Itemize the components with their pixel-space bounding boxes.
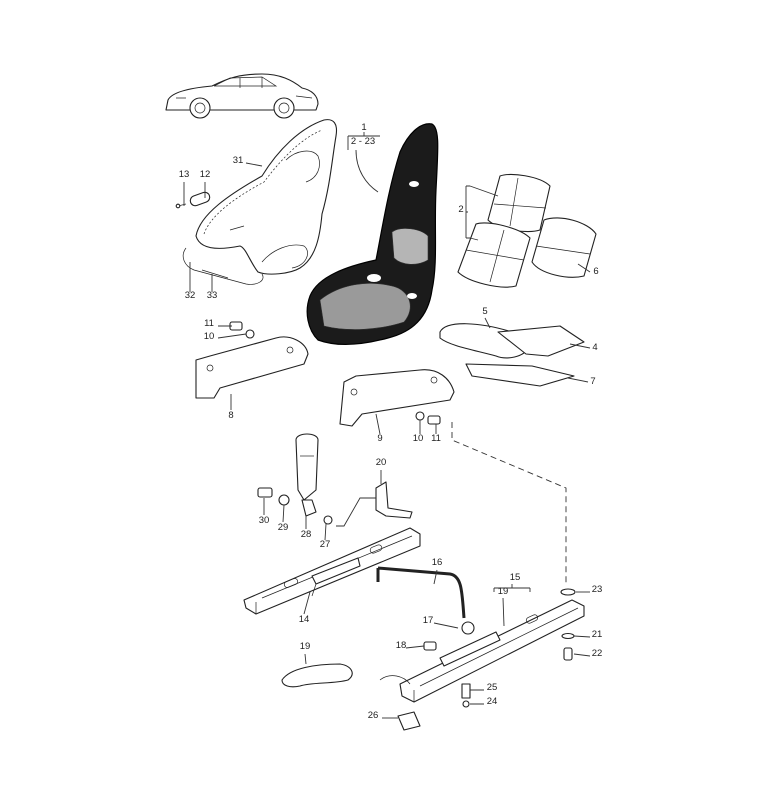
callout-c29: 21 [592, 629, 603, 640]
callout-c9: 5 [482, 306, 487, 317]
callout-c3: 31 [233, 155, 244, 166]
callout-c17: 11 [431, 433, 441, 444]
clip-part [175, 191, 211, 209]
seat-cover-part [195, 119, 338, 275]
callout-c20: 29 [278, 522, 289, 533]
callout-c34: 24 [487, 696, 498, 707]
callout-c13: 10 [204, 331, 215, 342]
callout-c31: 19 [300, 641, 311, 652]
callout-c23: 16 [432, 557, 443, 568]
callout-c4: 13 [179, 169, 190, 180]
callout-c15: 9 [377, 433, 382, 444]
belt-buckle-part [257, 433, 333, 525]
callout-c22: 27 [320, 539, 331, 550]
callout-c10: 4 [592, 342, 597, 353]
callout-c1b: 2 - 23 [351, 136, 375, 147]
callout-c6: 32 [185, 290, 196, 301]
angle-bracket-part [375, 481, 413, 519]
callout-c25: 19 [498, 586, 509, 597]
washers-right [560, 588, 576, 661]
car-illustration [165, 73, 319, 119]
cable-part [182, 247, 264, 285]
callout-c11: 7 [590, 376, 595, 387]
callout-c28: 17 [423, 615, 434, 626]
callout-c35: 26 [368, 710, 379, 721]
callout-c12: 11 [204, 318, 214, 329]
bracket-left-part [195, 336, 309, 399]
callout-c5: 12 [200, 169, 211, 180]
callout-c8: 6 [593, 266, 598, 277]
callout-c33: 25 [487, 682, 498, 693]
callout-c27: 14 [299, 614, 310, 625]
callout-c21: 28 [301, 529, 312, 540]
leader-lines [183, 132, 591, 719]
callout-c7: 33 [207, 290, 218, 301]
seat-rail-left-part [243, 527, 421, 615]
callout-c14: 8 [228, 410, 233, 421]
release-rod-part [376, 566, 466, 619]
callout-c32: 22 [592, 648, 603, 659]
callout-c16: 10 [413, 433, 424, 444]
callout-c18: 20 [376, 457, 387, 468]
handle-part [281, 663, 353, 688]
pad-parts [439, 323, 585, 387]
callout-labels: 1 2 - 23 2 31 13 12 32 33 6 5 4 7 11 10 8 9 10 11 20 30 29 28… [179, 122, 603, 721]
callout-c2: 2 [458, 204, 463, 215]
bucket-seat-part [306, 123, 439, 346]
callout-c19: 30 [259, 515, 270, 526]
callout-c24: 15 [510, 572, 521, 583]
callout-c1: 1 [361, 122, 366, 133]
callout-c30: 18 [396, 640, 407, 651]
callout-c26: 23 [592, 584, 603, 595]
seat-rail-right-part [379, 599, 585, 731]
cushion-parts [457, 173, 597, 288]
bracket-right-part [339, 369, 455, 427]
